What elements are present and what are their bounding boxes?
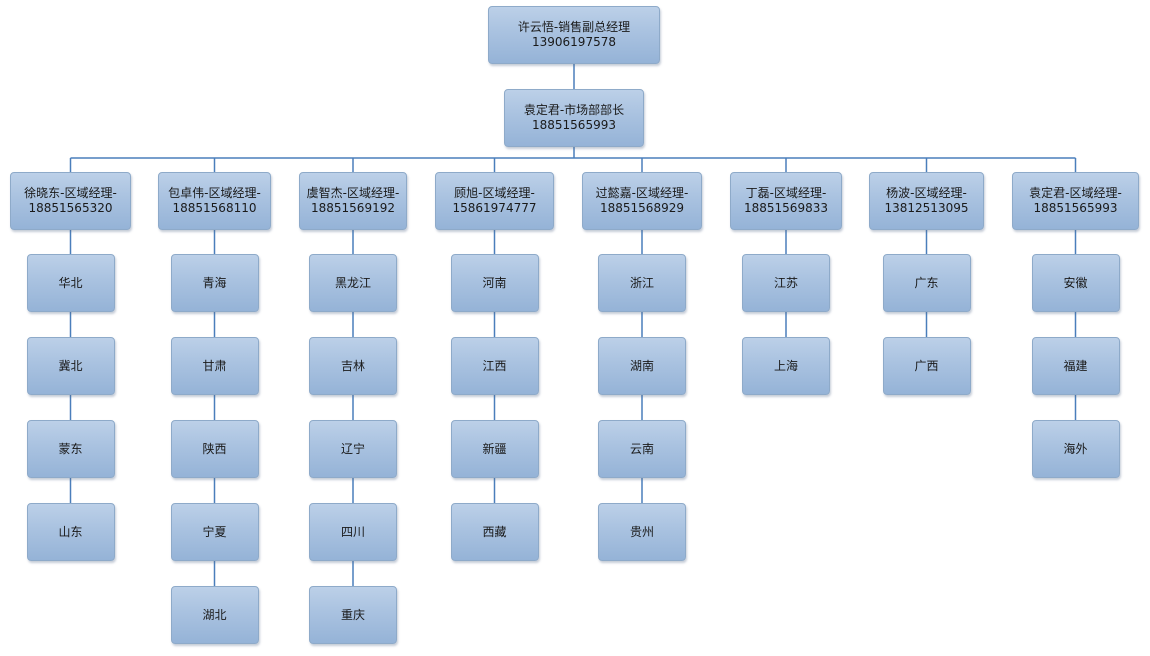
node-sales-vp: 许云悟-销售副总经理 13906197578 bbox=[488, 6, 660, 64]
region-label: 宁夏 bbox=[202, 524, 227, 539]
region-label: 青海 bbox=[202, 275, 227, 290]
node-region: 广东 bbox=[882, 254, 971, 312]
region-label: 贵州 bbox=[629, 524, 654, 539]
node-region: 广西 bbox=[882, 337, 971, 395]
node-regional-manager: 过懿嘉-区域经理-18851568929 bbox=[582, 172, 702, 230]
region-label: 福建 bbox=[1063, 358, 1088, 373]
region-label: 四川 bbox=[340, 524, 365, 539]
manager-name: 包卓伟-区域经理- bbox=[168, 186, 261, 200]
node-region: 陕西 bbox=[170, 420, 259, 478]
node-region: 山东 bbox=[26, 503, 115, 561]
region-label: 新疆 bbox=[482, 441, 507, 456]
node-region: 重庆 bbox=[309, 586, 397, 644]
node-region: 浙江 bbox=[598, 254, 686, 312]
region-label: 冀北 bbox=[58, 358, 83, 373]
node-region: 福建 bbox=[1031, 337, 1120, 395]
node-sales-vp-phone: 13906197578 bbox=[532, 35, 616, 49]
region-label: 湖南 bbox=[629, 358, 654, 373]
manager-phone: 18851565993 bbox=[1033, 201, 1118, 215]
node-regional-manager: 袁定君-区域经理-18851565993 bbox=[1012, 172, 1139, 230]
node-sales-vp-name: 许云悟-销售副总经理 bbox=[517, 20, 631, 34]
node-region: 华北 bbox=[26, 254, 115, 312]
node-region: 四川 bbox=[309, 503, 397, 561]
manager-phone: 18851569192 bbox=[311, 201, 395, 215]
node-region: 上海 bbox=[742, 337, 830, 395]
region-label: 辽宁 bbox=[340, 441, 365, 456]
node-regional-manager: 顾旭-区域经理-15861974777 bbox=[435, 172, 554, 230]
node-region: 青海 bbox=[170, 254, 259, 312]
region-label: 浙江 bbox=[629, 275, 654, 290]
node-marketing-head: 袁定君-市场部部长 18851565993 bbox=[504, 89, 644, 147]
region-label: 广西 bbox=[914, 358, 939, 373]
region-label: 甘肃 bbox=[202, 358, 227, 373]
region-label: 湖北 bbox=[202, 607, 227, 622]
region-label: 海外 bbox=[1063, 441, 1088, 456]
node-region: 黑龙江 bbox=[309, 254, 397, 312]
node-region: 湖北 bbox=[170, 586, 259, 644]
manager-phone: 18851568110 bbox=[172, 201, 257, 215]
manager-phone: 18851565320 bbox=[28, 201, 113, 215]
node-marketing-head-name: 袁定君-市场部部长 bbox=[523, 103, 625, 117]
region-label: 上海 bbox=[773, 358, 798, 373]
manager-name: 杨波-区域经理- bbox=[886, 186, 967, 200]
node-regional-manager: 虞智杰-区域经理-18851569192 bbox=[299, 172, 407, 230]
node-regional-manager: 杨波-区域经理-13812513095 bbox=[869, 172, 984, 230]
manager-phone: 13812513095 bbox=[884, 201, 969, 215]
node-region: 冀北 bbox=[26, 337, 115, 395]
region-label: 重庆 bbox=[340, 607, 365, 622]
node-region: 甘肃 bbox=[170, 337, 259, 395]
node-region: 江苏 bbox=[742, 254, 830, 312]
manager-name: 袁定君-区域经理- bbox=[1029, 186, 1122, 200]
region-label: 安徽 bbox=[1063, 275, 1088, 290]
node-region: 湖南 bbox=[598, 337, 686, 395]
manager-phone: 18851568929 bbox=[600, 201, 684, 215]
node-region: 蒙东 bbox=[26, 420, 115, 478]
node-region: 吉林 bbox=[309, 337, 397, 395]
node-region: 贵州 bbox=[598, 503, 686, 561]
region-label: 江西 bbox=[482, 358, 507, 373]
region-label: 黑龙江 bbox=[334, 275, 371, 290]
region-label: 江苏 bbox=[773, 275, 798, 290]
region-label: 陕西 bbox=[202, 441, 227, 456]
node-region: 安徽 bbox=[1031, 254, 1120, 312]
node-region: 河南 bbox=[450, 254, 539, 312]
manager-phone: 15861974777 bbox=[452, 201, 537, 215]
node-regional-manager: 丁磊-区域经理-18851569833 bbox=[730, 172, 842, 230]
node-region: 江西 bbox=[450, 337, 539, 395]
region-label: 蒙东 bbox=[58, 441, 83, 456]
node-region: 辽宁 bbox=[309, 420, 397, 478]
region-label: 山东 bbox=[58, 524, 83, 539]
node-region: 云南 bbox=[598, 420, 686, 478]
manager-name: 顾旭-区域经理- bbox=[454, 186, 535, 200]
manager-name: 丁磊-区域经理- bbox=[745, 186, 827, 200]
node-region: 海外 bbox=[1031, 420, 1120, 478]
manager-name: 徐晓东-区域经理- bbox=[24, 186, 117, 200]
manager-name: 过懿嘉-区域经理- bbox=[595, 186, 689, 200]
node-regional-manager: 包卓伟-区域经理-18851568110 bbox=[158, 172, 271, 230]
region-label: 华北 bbox=[58, 275, 83, 290]
node-region: 宁夏 bbox=[170, 503, 259, 561]
region-label: 河南 bbox=[482, 275, 507, 290]
region-label: 西藏 bbox=[482, 524, 507, 539]
node-region: 新疆 bbox=[450, 420, 539, 478]
region-label: 广东 bbox=[914, 275, 939, 290]
region-label: 吉林 bbox=[340, 358, 365, 373]
node-region: 西藏 bbox=[450, 503, 539, 561]
manager-phone: 18851569833 bbox=[744, 201, 828, 215]
node-marketing-head-phone: 18851565993 bbox=[532, 118, 616, 132]
node-regional-manager: 徐晓东-区域经理-18851565320 bbox=[10, 172, 131, 230]
region-label: 云南 bbox=[629, 441, 654, 456]
manager-name: 虞智杰-区域经理- bbox=[306, 186, 400, 200]
